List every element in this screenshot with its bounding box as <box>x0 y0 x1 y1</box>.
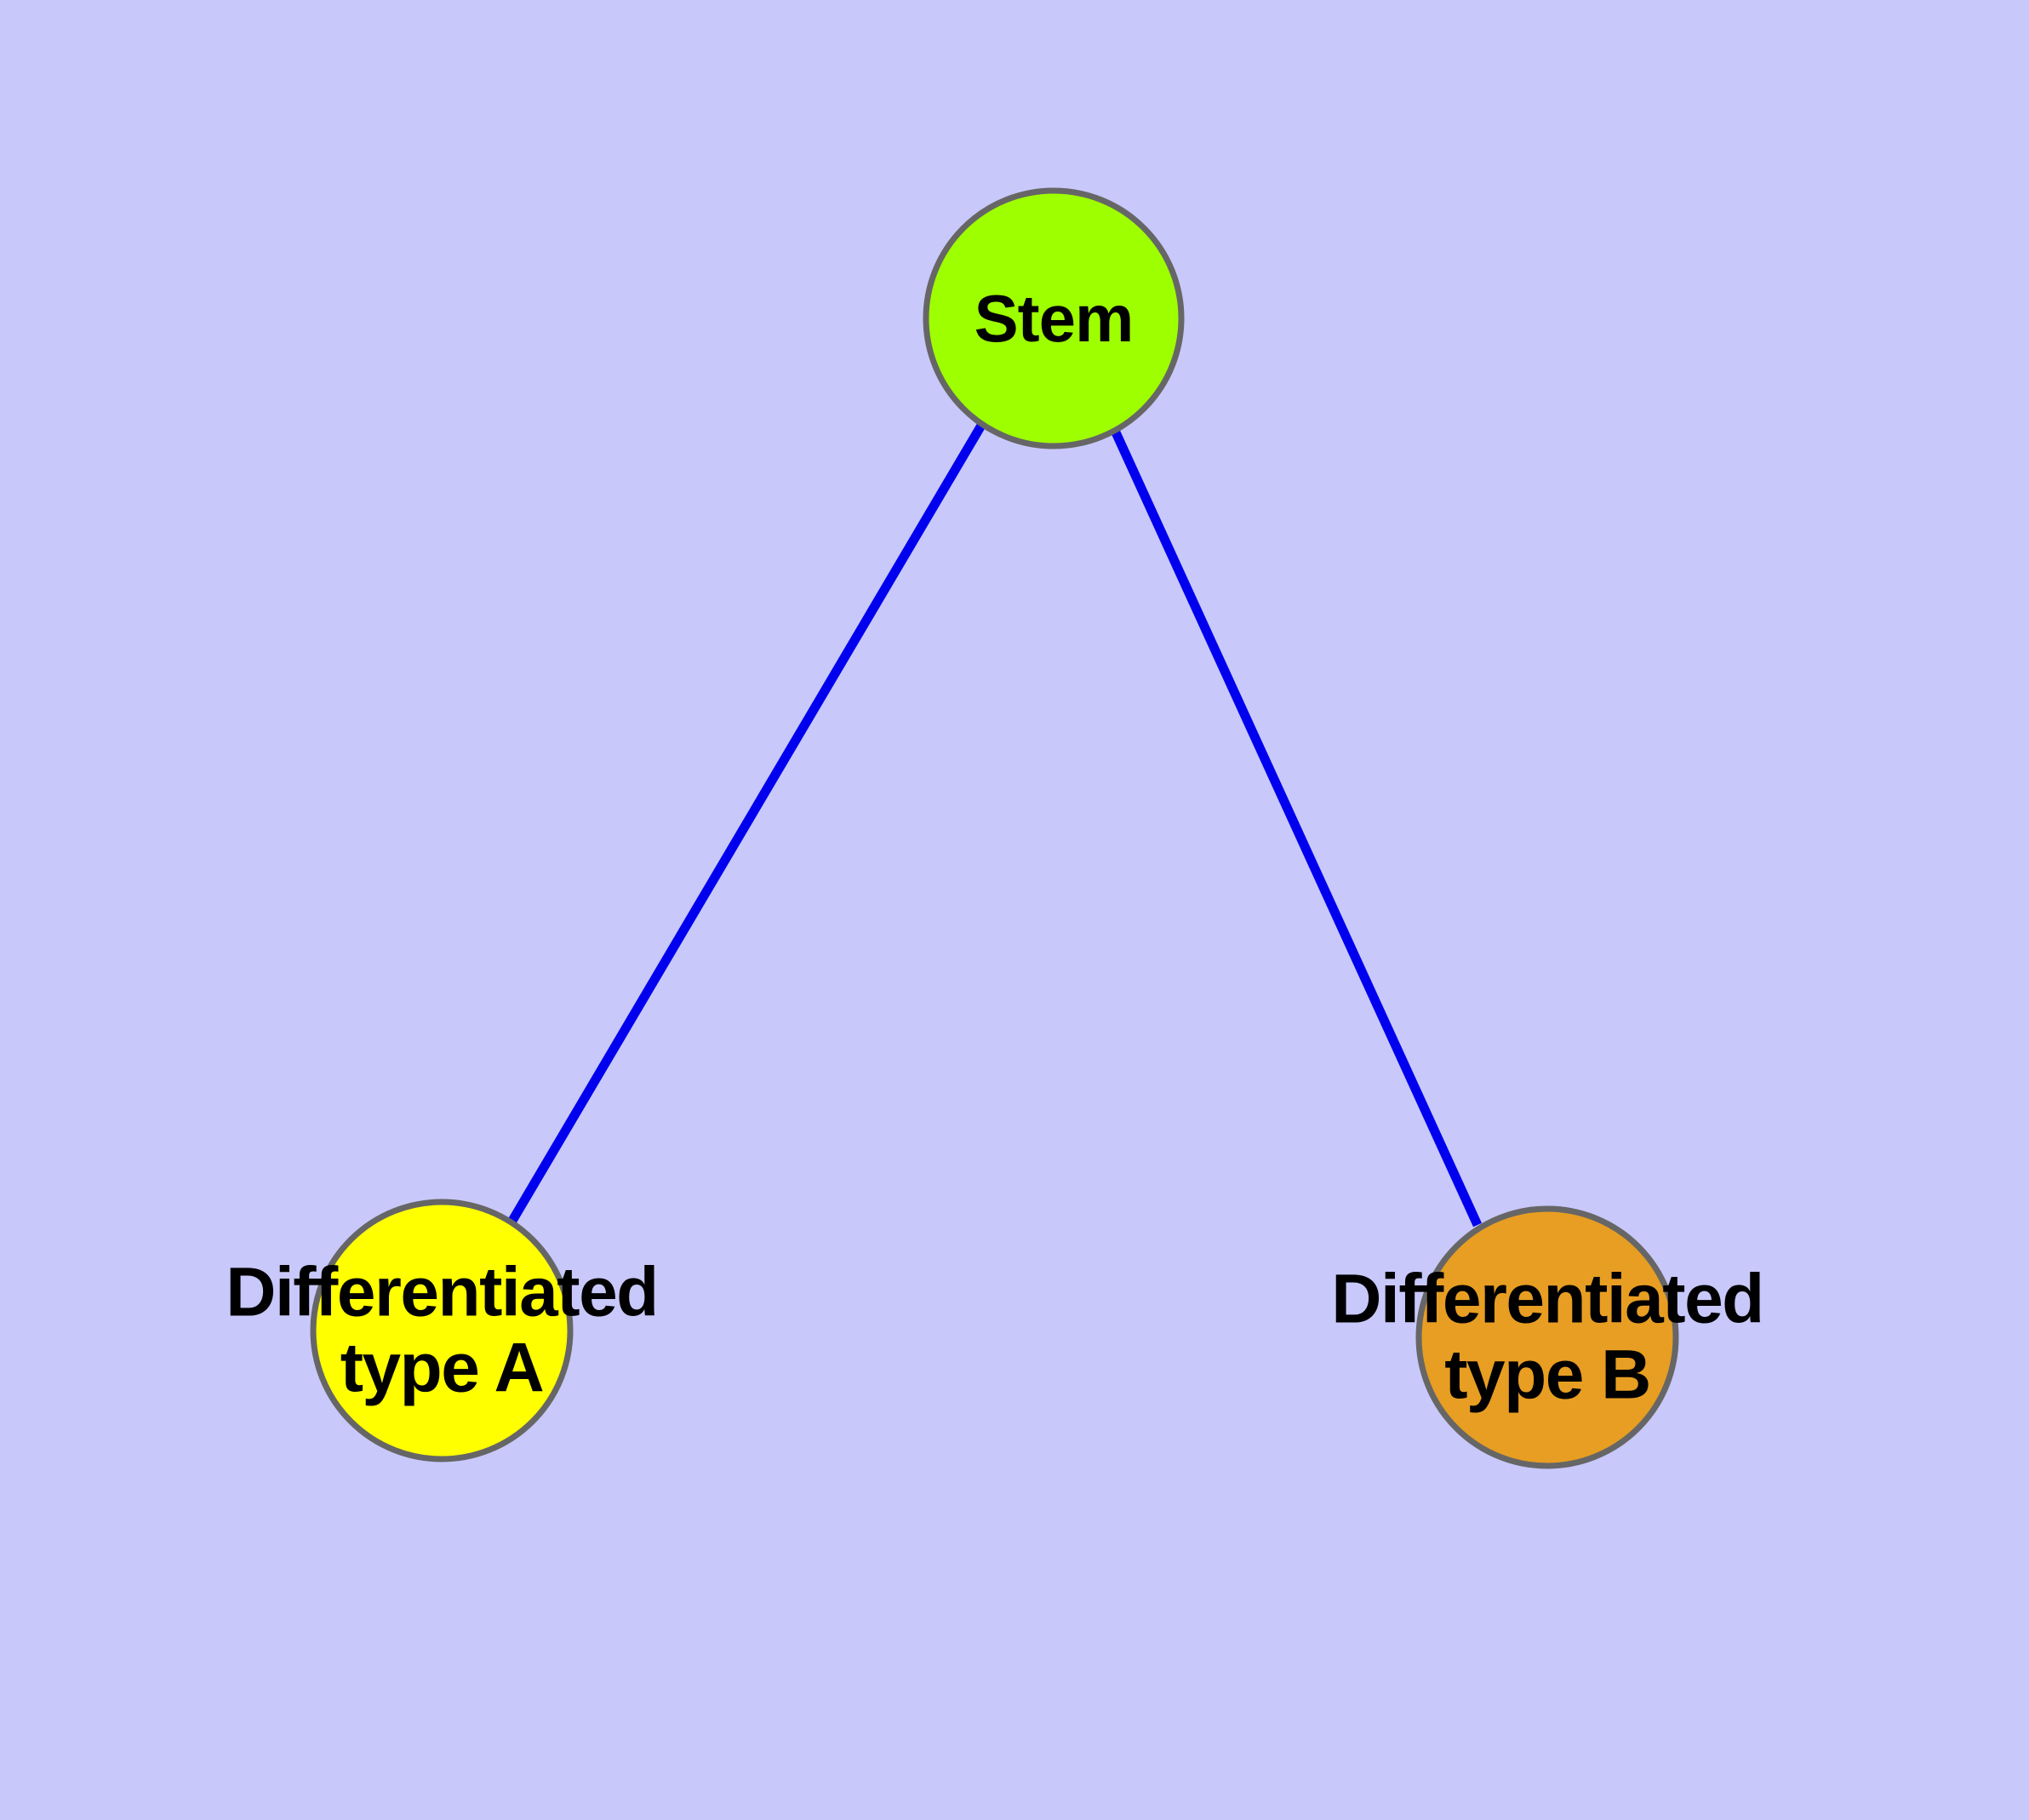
node-differentiated-type-a[interactable] <box>310 1199 574 1462</box>
edge-layer <box>508 421 1483 1228</box>
node-layer <box>310 187 1679 1469</box>
node-stem[interactable] <box>923 187 1185 449</box>
node-differentiated-type-b[interactable] <box>1415 1205 1679 1469</box>
edge-stem-to-type-b[interactable] <box>1111 430 1483 1228</box>
edge-stem-to-type-a[interactable] <box>508 421 986 1223</box>
